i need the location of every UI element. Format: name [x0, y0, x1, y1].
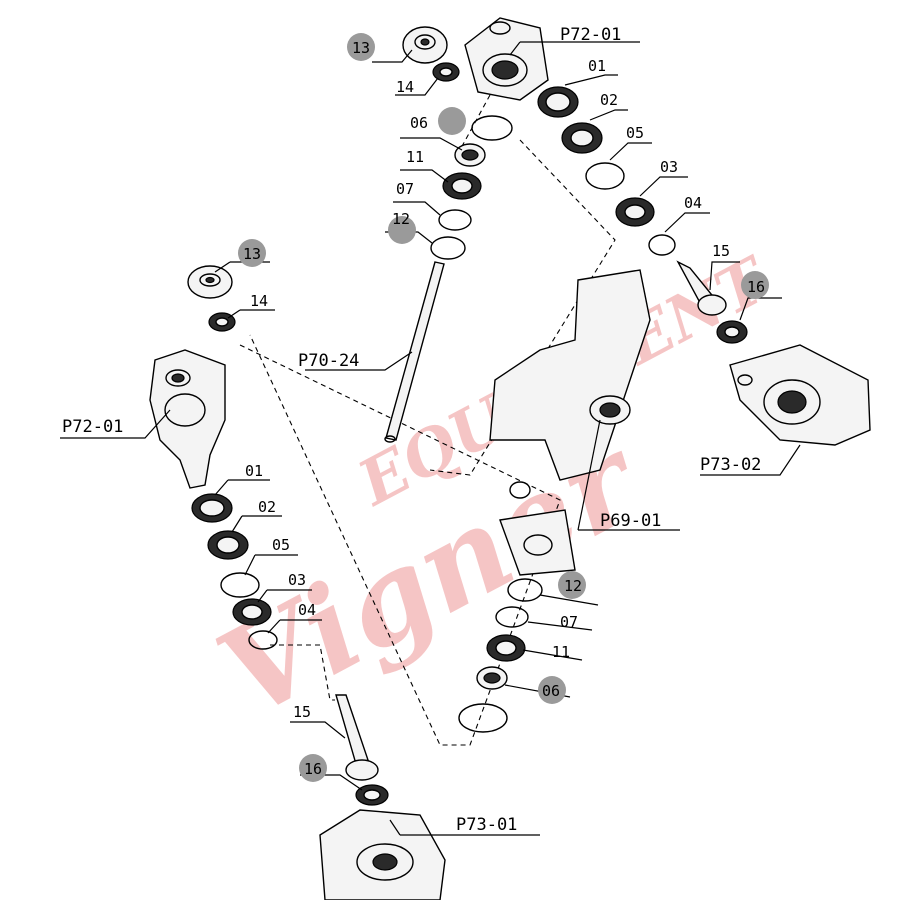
label-07-right: 07	[396, 180, 414, 198]
label-16-left: 16	[304, 760, 322, 778]
label-11-right: 11	[406, 148, 424, 166]
label-02-left: 02	[258, 498, 276, 516]
part-housing-p73-02	[729, 344, 871, 446]
part-bearing-14-right	[432, 62, 460, 82]
label-04-left: 04	[298, 601, 316, 619]
label-p72-01-left: P72-01	[62, 417, 123, 437]
label-12-center: 12	[564, 577, 582, 595]
label-15-right: 15	[712, 242, 730, 260]
part-ring-07-right	[438, 209, 472, 231]
part-seal-06-right	[454, 143, 486, 167]
label-11-center: 11	[552, 643, 570, 661]
part-bearing-02-left	[207, 530, 249, 560]
part-bearing-11-center	[486, 634, 526, 662]
leader-lines	[60, 41, 801, 836]
label-16-right: 16	[747, 278, 765, 296]
callout-bubbles	[238, 33, 769, 782]
label-06-center: 06	[542, 682, 560, 700]
part-ring-07-center	[495, 606, 529, 628]
part-shaft-p70-24	[384, 261, 445, 443]
label-06-right: 06	[410, 114, 428, 132]
part-oring-right-top	[471, 115, 513, 141]
part-seal-06-center	[476, 666, 508, 690]
label-13-right: 13	[352, 39, 370, 57]
part-housing-p72-01-left	[149, 349, 226, 489]
part-washer-04-right	[648, 234, 676, 256]
label-13-left: 13	[243, 245, 261, 263]
label-15-left: 15	[293, 703, 311, 721]
assembly-line-left	[239, 334, 561, 746]
part-shaft-15-right	[676, 260, 727, 316]
part-circlip-05-right	[585, 162, 625, 190]
watermark: Vigner EQUIPMENT	[197, 242, 781, 745]
label-p69-01: P69-01	[600, 511, 661, 531]
label-05-left: 05	[272, 536, 290, 554]
part-bearing-11-right	[442, 172, 482, 200]
part-bearing-16-right	[716, 320, 748, 344]
label-03-right: 03	[660, 158, 678, 176]
part-seal-01-right	[537, 86, 579, 118]
label-07-center: 07	[560, 613, 578, 631]
part-bearing-03-left	[232, 598, 272, 626]
label-05-right: 05	[626, 124, 644, 142]
part-housing-p72-01-right	[464, 17, 549, 101]
label-01-left: 01	[245, 462, 263, 480]
label-12-right: 12	[392, 210, 410, 228]
assembly-line-right-upper	[429, 139, 616, 476]
part-circlip-05-left	[220, 572, 260, 598]
label-01-right: 01	[588, 57, 606, 75]
label-04-right: 04	[684, 194, 702, 212]
label-p73-02: P73-02	[700, 455, 761, 475]
part-washer-04-left	[248, 630, 278, 650]
assembly-line-left-lower	[270, 644, 335, 701]
label-p72-01-right: P72-01	[560, 25, 621, 45]
part-bearing-03-right	[615, 197, 655, 227]
label-03-left: 03	[288, 571, 306, 589]
part-main-housing-p69-01	[489, 269, 651, 576]
part-circlip-12-center	[507, 578, 543, 602]
part-shaft-15-left	[335, 694, 379, 781]
label-02-right: 02	[600, 91, 618, 109]
part-cap-13-right	[402, 26, 448, 64]
label-14-left: 14	[250, 292, 268, 310]
part-oring-center	[458, 703, 508, 733]
label-14-right: 14	[396, 78, 414, 96]
part-cap-13-left	[187, 265, 233, 299]
label-p73-01: P73-01	[456, 815, 517, 835]
part-circlip-12-right	[430, 236, 466, 260]
part-bearing-16-left	[355, 784, 389, 806]
part-seal-01-left	[191, 493, 233, 523]
part-bearing-02-right	[561, 122, 603, 154]
label-p70-24: P70-24	[298, 351, 359, 371]
part-housing-p73-01	[319, 809, 446, 900]
